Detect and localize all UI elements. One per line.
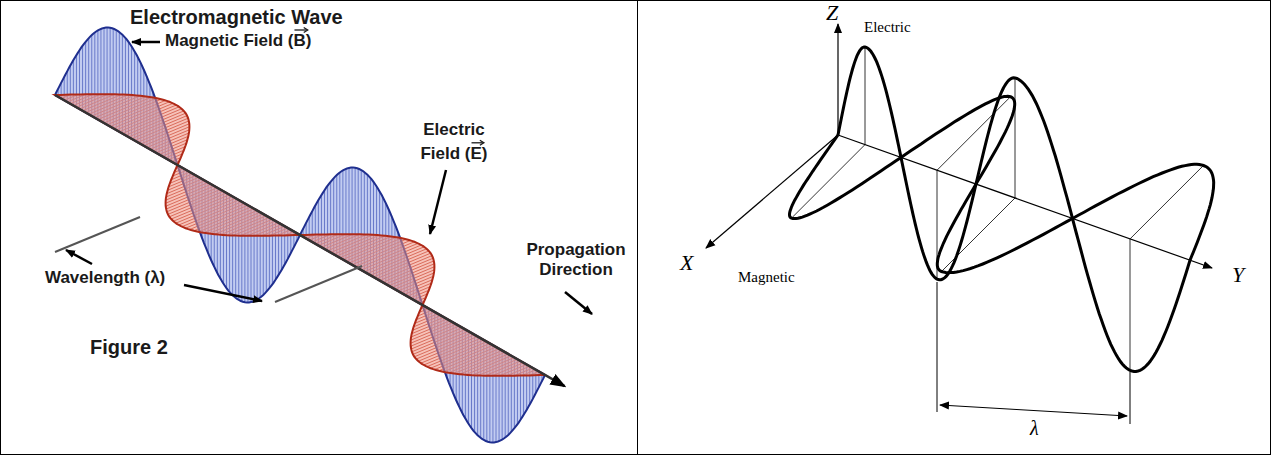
- title-label: Electromagnetic Wave: [130, 5, 343, 29]
- dimension-line: [940, 405, 1127, 416]
- amplitude-line: [792, 145, 866, 219]
- propagation-axis: [55, 95, 565, 386]
- field-label: Magnetic Field (B): [165, 31, 311, 51]
- amplitude-line: [942, 198, 1016, 272]
- amplitude-line: [865, 47, 866, 145]
- pointer-arrow: [430, 170, 446, 234]
- pointer-arrow: [565, 292, 592, 314]
- dimension-label: λ: [1030, 416, 1039, 440]
- axis-label: Y: [1232, 262, 1244, 288]
- wavelength-line: [55, 217, 140, 252]
- left-wave: [55, 28, 565, 443]
- amplitude-line: [937, 97, 1011, 171]
- amplitude-line: [1130, 239, 1131, 370]
- extension-line: [1130, 372, 1131, 424]
- figure-label: Figure 2: [90, 335, 168, 359]
- field-label: Electric Field (E): [408, 118, 500, 166]
- axis-label: Z: [826, 0, 838, 26]
- amplitude-line: [1130, 165, 1204, 239]
- wavelength-label: Wavelength (λ): [45, 268, 165, 288]
- vector-arrow: [472, 142, 483, 143]
- z-axis: [837, 24, 838, 135]
- magnetic-wave-curve: [790, 96, 1214, 272]
- extension-line: [937, 282, 938, 412]
- wave-label: Magnetic: [738, 268, 795, 286]
- pointer-arrow: [66, 250, 92, 264]
- direction-label: Propagation Direction: [520, 240, 632, 281]
- axis-label: X: [680, 250, 693, 276]
- electric-wave-curve: [838, 47, 1190, 371]
- wave-label: Electric: [864, 18, 911, 36]
- panel-divider: [637, 0, 638, 455]
- right-wave: [790, 47, 1214, 371]
- pointer-arrow: [132, 41, 160, 44]
- x-axis: [706, 135, 838, 248]
- wavelength-line: [275, 266, 362, 302]
- vector-arrow: [294, 29, 306, 30]
- amplitude-line: [1015, 78, 1016, 198]
- pointer-arrow: [184, 285, 262, 301]
- y-axis: [838, 135, 1212, 268]
